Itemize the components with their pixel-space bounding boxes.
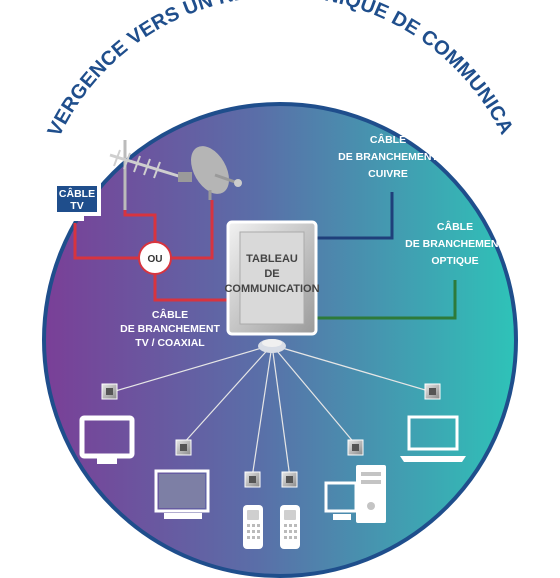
fiber-label: CÂBLE DE BRANCHEMENT OPTIQUE [405, 220, 505, 267]
coax-lines [73, 200, 232, 302]
distribution-lines [111, 344, 433, 479]
svg-text:CÂBLE: CÂBLE [437, 220, 473, 233]
communication-panel: TABLEAU DE COMMUNICATION [224, 220, 320, 336]
wall-socket-icon [347, 439, 364, 456]
phone-icon [243, 505, 263, 549]
wall-socket-icon [244, 471, 261, 488]
hub-icon [258, 339, 286, 353]
cable-tv-box-icon: CÂBLE TV [53, 182, 101, 221]
monitor-icon [154, 469, 210, 519]
svg-text:DE: DE [264, 268, 279, 280]
copper-line [312, 192, 394, 240]
svg-text:TV / COAXIAL: TV / COAXIAL [135, 337, 205, 349]
network-circle [42, 102, 518, 578]
svg-text:OU: OU [148, 254, 163, 265]
wall-socket-icon [424, 383, 441, 400]
coaxial-label: CÂBLE DE BRANCHEMENT TV / COAXIAL [120, 308, 220, 349]
tv-icon [79, 415, 135, 464]
phone-icon [280, 505, 300, 549]
svg-text:CÂBLE: CÂBLE [370, 133, 406, 146]
laptop-icon [400, 415, 466, 462]
svg-text:CÂBLE: CÂBLE [59, 187, 95, 200]
wall-socket-icon [101, 383, 118, 400]
wall-socket-icon [175, 439, 192, 456]
wall-socket-icon [281, 471, 298, 488]
or-connector: OU [138, 241, 172, 275]
svg-text:COMMUNICATION: COMMUNICATION [224, 283, 319, 295]
svg-text:DE BRANCHEMENT: DE BRANCHEMENT [338, 151, 438, 163]
fiber-line [312, 280, 457, 320]
desktop-computer-icon [324, 465, 386, 523]
copper-label: CÂBLE DE BRANCHEMENT CUIVRE [338, 133, 438, 180]
svg-text:CÂBLE: CÂBLE [152, 308, 188, 321]
tv-antenna-icon [109, 140, 192, 210]
svg-text:DE BRANCHEMENT: DE BRANCHEMENT [405, 238, 505, 250]
svg-text:TV: TV [70, 200, 83, 212]
svg-text:CUIVRE: CUIVRE [368, 168, 408, 180]
svg-text:TABLEAU: TABLEAU [246, 253, 298, 265]
satellite-dish-icon [191, 146, 242, 200]
svg-text:OPTIQUE: OPTIQUE [431, 255, 478, 267]
svg-text:DE BRANCHEMENT: DE BRANCHEMENT [120, 323, 220, 335]
